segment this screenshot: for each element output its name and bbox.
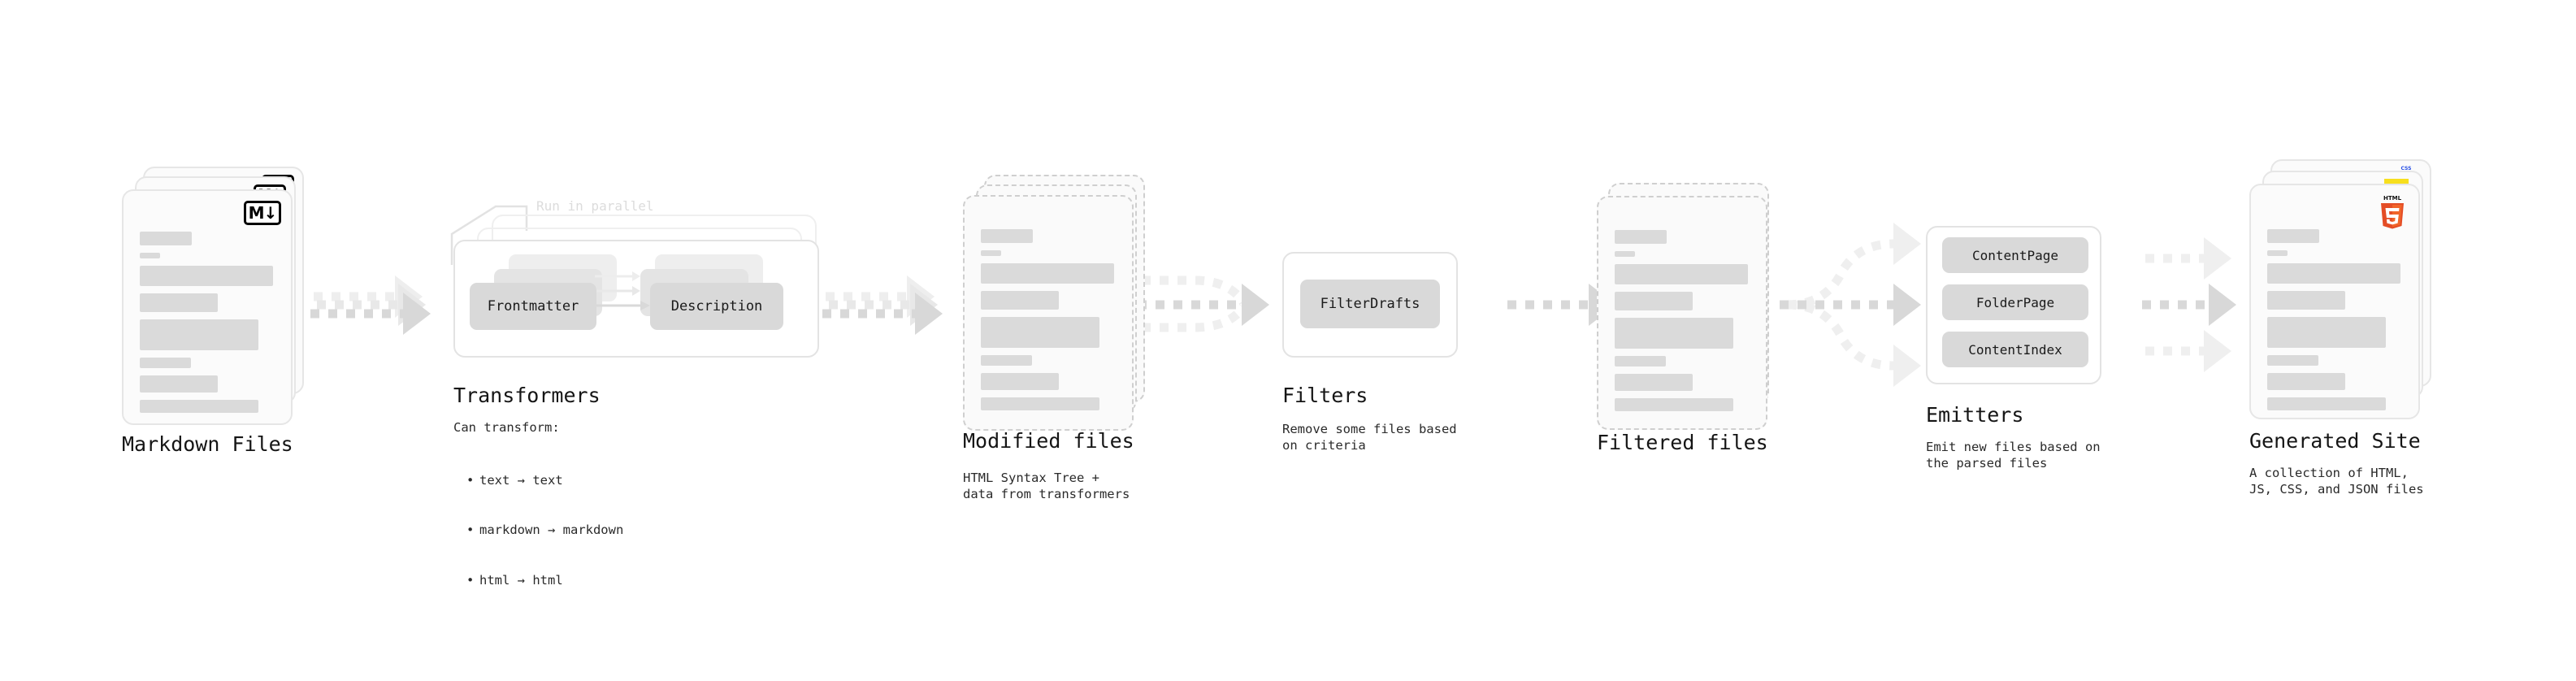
skeleton-bar bbox=[140, 253, 160, 258]
site-card-html: HTML bbox=[2249, 184, 2420, 419]
chip-contentpage-label: ContentPage bbox=[1972, 247, 2058, 263]
skeleton-bars bbox=[140, 232, 280, 420]
transformer-internal-arrows bbox=[595, 271, 650, 310]
markdown-icon: M↓ bbox=[244, 201, 281, 225]
skeleton-bar bbox=[981, 263, 1114, 284]
filtered-files-stack bbox=[1597, 183, 1808, 451]
generated-site-stack: CSS HTML bbox=[2249, 159, 2461, 427]
modified-files-stack bbox=[963, 175, 1174, 443]
skeleton-bar bbox=[140, 358, 191, 368]
emitters-title: Emitters bbox=[1926, 403, 2024, 427]
transformers-bullet: html → html bbox=[466, 572, 623, 589]
skeleton-bar bbox=[981, 291, 1059, 310]
chip-contentindex-label: ContentIndex bbox=[1968, 341, 2062, 358]
skeleton-bar bbox=[981, 373, 1059, 390]
skeleton-bar bbox=[2267, 373, 2345, 390]
arrow-emitters-to-site bbox=[2142, 237, 2236, 372]
chip-filterdrafts[interactable]: FilterDrafts bbox=[1300, 280, 1440, 328]
skeleton-bar bbox=[2267, 263, 2400, 284]
css3-icon-text: CSS bbox=[2400, 166, 2412, 171]
modified-files-subtitle: HTML Syntax Tree + data from transformer… bbox=[963, 471, 1130, 502]
skeleton-bar bbox=[1615, 374, 1693, 391]
chip-folderpage[interactable]: FolderPage bbox=[1942, 284, 2088, 320]
skeleton-bar bbox=[1615, 356, 1666, 367]
skeleton-bar bbox=[140, 400, 258, 413]
skeleton-bar bbox=[981, 355, 1032, 366]
skeleton-bar bbox=[1615, 251, 1635, 257]
transformers-bullet: text → text bbox=[466, 472, 623, 489]
skeleton-bar bbox=[2267, 229, 2319, 243]
skeleton-bar bbox=[2267, 317, 2386, 348]
skeleton-bar bbox=[2267, 291, 2345, 310]
filtered-files-title: Filtered files bbox=[1597, 431, 1768, 454]
skeleton-bar bbox=[140, 266, 273, 286]
svg-text:HTML: HTML bbox=[2383, 195, 2402, 202]
skeleton-bar bbox=[2267, 355, 2318, 366]
filtered-card-front bbox=[1597, 196, 1767, 430]
modified-card-front bbox=[963, 195, 1134, 431]
skeleton-bar bbox=[140, 375, 218, 393]
skeleton-bar bbox=[140, 232, 192, 245]
chip-frontmatter[interactable]: Frontmatter bbox=[470, 283, 596, 330]
transformers-title: Transformers bbox=[453, 384, 601, 407]
skeleton-bar bbox=[140, 293, 218, 312]
skeleton-bar bbox=[1615, 318, 1733, 349]
html5-icon: HTML bbox=[2378, 193, 2407, 229]
run-in-parallel-label: Run in parallel bbox=[536, 198, 654, 214]
filters-subtitle: Remove some files based on criteria bbox=[1282, 422, 1457, 453]
chip-description[interactable]: Description bbox=[650, 283, 783, 330]
skeleton-bar bbox=[1615, 230, 1667, 244]
skeleton-bar bbox=[140, 319, 258, 350]
skeleton-bar bbox=[1615, 264, 1748, 284]
generated-site-title: Generated Site bbox=[2249, 429, 2421, 453]
skeleton-bar bbox=[2267, 397, 2386, 410]
skeleton-bar bbox=[981, 229, 1033, 243]
skeleton-bar bbox=[2267, 250, 2288, 256]
skeleton-bar bbox=[1615, 292, 1693, 310]
filters-title: Filters bbox=[1282, 384, 1368, 407]
transformers-bullets: text → text markdown → markdown html → h… bbox=[465, 439, 623, 622]
transformers-bullet: markdown → markdown bbox=[466, 522, 623, 539]
chip-contentpage[interactable]: ContentPage bbox=[1942, 237, 2088, 273]
chip-frontmatter-label: Frontmatter bbox=[487, 298, 579, 314]
chip-contentindex[interactable]: ContentIndex bbox=[1942, 332, 2088, 367]
skeleton-bars bbox=[1615, 230, 1754, 419]
markdown-files-stack: M↓ M↓ M↓ bbox=[122, 167, 333, 435]
markdown-card-front: M↓ bbox=[122, 189, 293, 425]
skeleton-bars bbox=[2267, 229, 2407, 418]
skeleton-bars bbox=[981, 229, 1121, 418]
markdown-files-title: Markdown Files bbox=[122, 432, 293, 456]
arrow-transformers-to-modified bbox=[822, 275, 943, 335]
chip-folderpage-label: FolderPage bbox=[1975, 294, 2055, 310]
chip-filterdrafts-label: FilterDrafts bbox=[1320, 296, 1420, 312]
skeleton-bar bbox=[1615, 398, 1733, 411]
chip-description-label: Description bbox=[670, 298, 763, 314]
skeleton-bar bbox=[981, 250, 1001, 256]
generated-site-subtitle: A collection of HTML, JS, CSS, and JSON … bbox=[2249, 466, 2424, 497]
modified-files-title: Modified files bbox=[963, 429, 1134, 453]
skeleton-bar bbox=[981, 397, 1099, 410]
transformers-subtitle: Can transform: bbox=[453, 420, 560, 435]
emitters-subtitle: Emit new files based on the parsed files bbox=[1926, 440, 2101, 471]
skeleton-bar bbox=[981, 317, 1099, 348]
